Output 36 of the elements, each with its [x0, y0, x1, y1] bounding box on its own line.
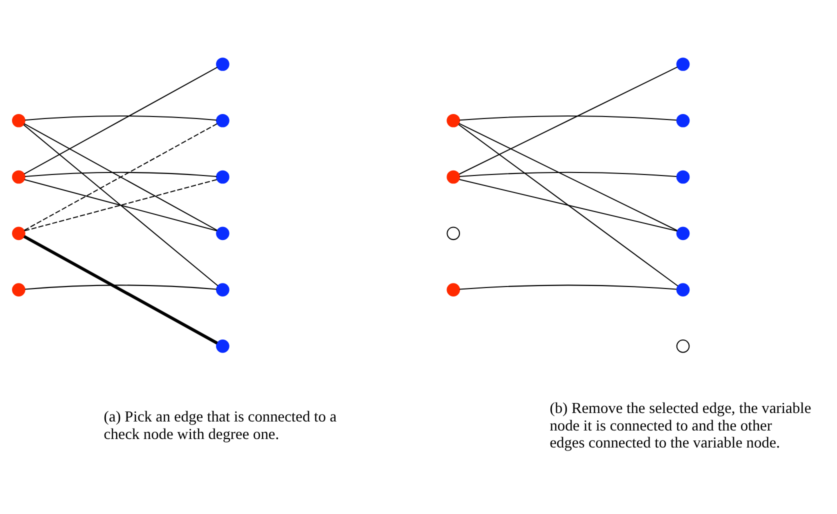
connector — [23, 124, 218, 286]
node-circle — [12, 113, 26, 127]
connector — [460, 171, 676, 177]
node-circle — [446, 226, 460, 240]
connector — [24, 178, 217, 231]
node-circle — [216, 282, 230, 296]
node-circle — [676, 282, 690, 296]
node-circle — [216, 113, 230, 127]
connector — [460, 115, 676, 120]
node-circle — [676, 170, 690, 184]
node-circle — [676, 113, 690, 127]
node-circle — [12, 282, 26, 296]
connector — [25, 171, 217, 176]
connector — [458, 124, 678, 286]
node-circle — [446, 113, 460, 127]
connector — [459, 66, 678, 174]
node-circle — [446, 282, 460, 296]
connector — [458, 122, 678, 230]
connector — [23, 234, 218, 344]
node-circle — [216, 339, 230, 352]
node-circle — [216, 57, 230, 70]
node-circle — [676, 339, 690, 352]
node-circle — [446, 170, 460, 184]
node-circle — [676, 57, 690, 70]
connector — [460, 284, 676, 290]
connector — [24, 66, 218, 174]
node-circle — [216, 170, 230, 184]
node-circle — [216, 226, 230, 240]
label: (b) Remove the selected edge, the variable node it is connected to and the other edges connected to the variable node. — [550, 399, 812, 452]
node-circle — [12, 170, 26, 184]
connector — [25, 115, 217, 120]
connector — [25, 284, 217, 290]
node-circle — [12, 226, 26, 240]
label: (a) Pick an edge that is connected to a check node with degree one. — [104, 408, 337, 442]
connector — [459, 178, 678, 231]
node-circle — [676, 226, 690, 240]
